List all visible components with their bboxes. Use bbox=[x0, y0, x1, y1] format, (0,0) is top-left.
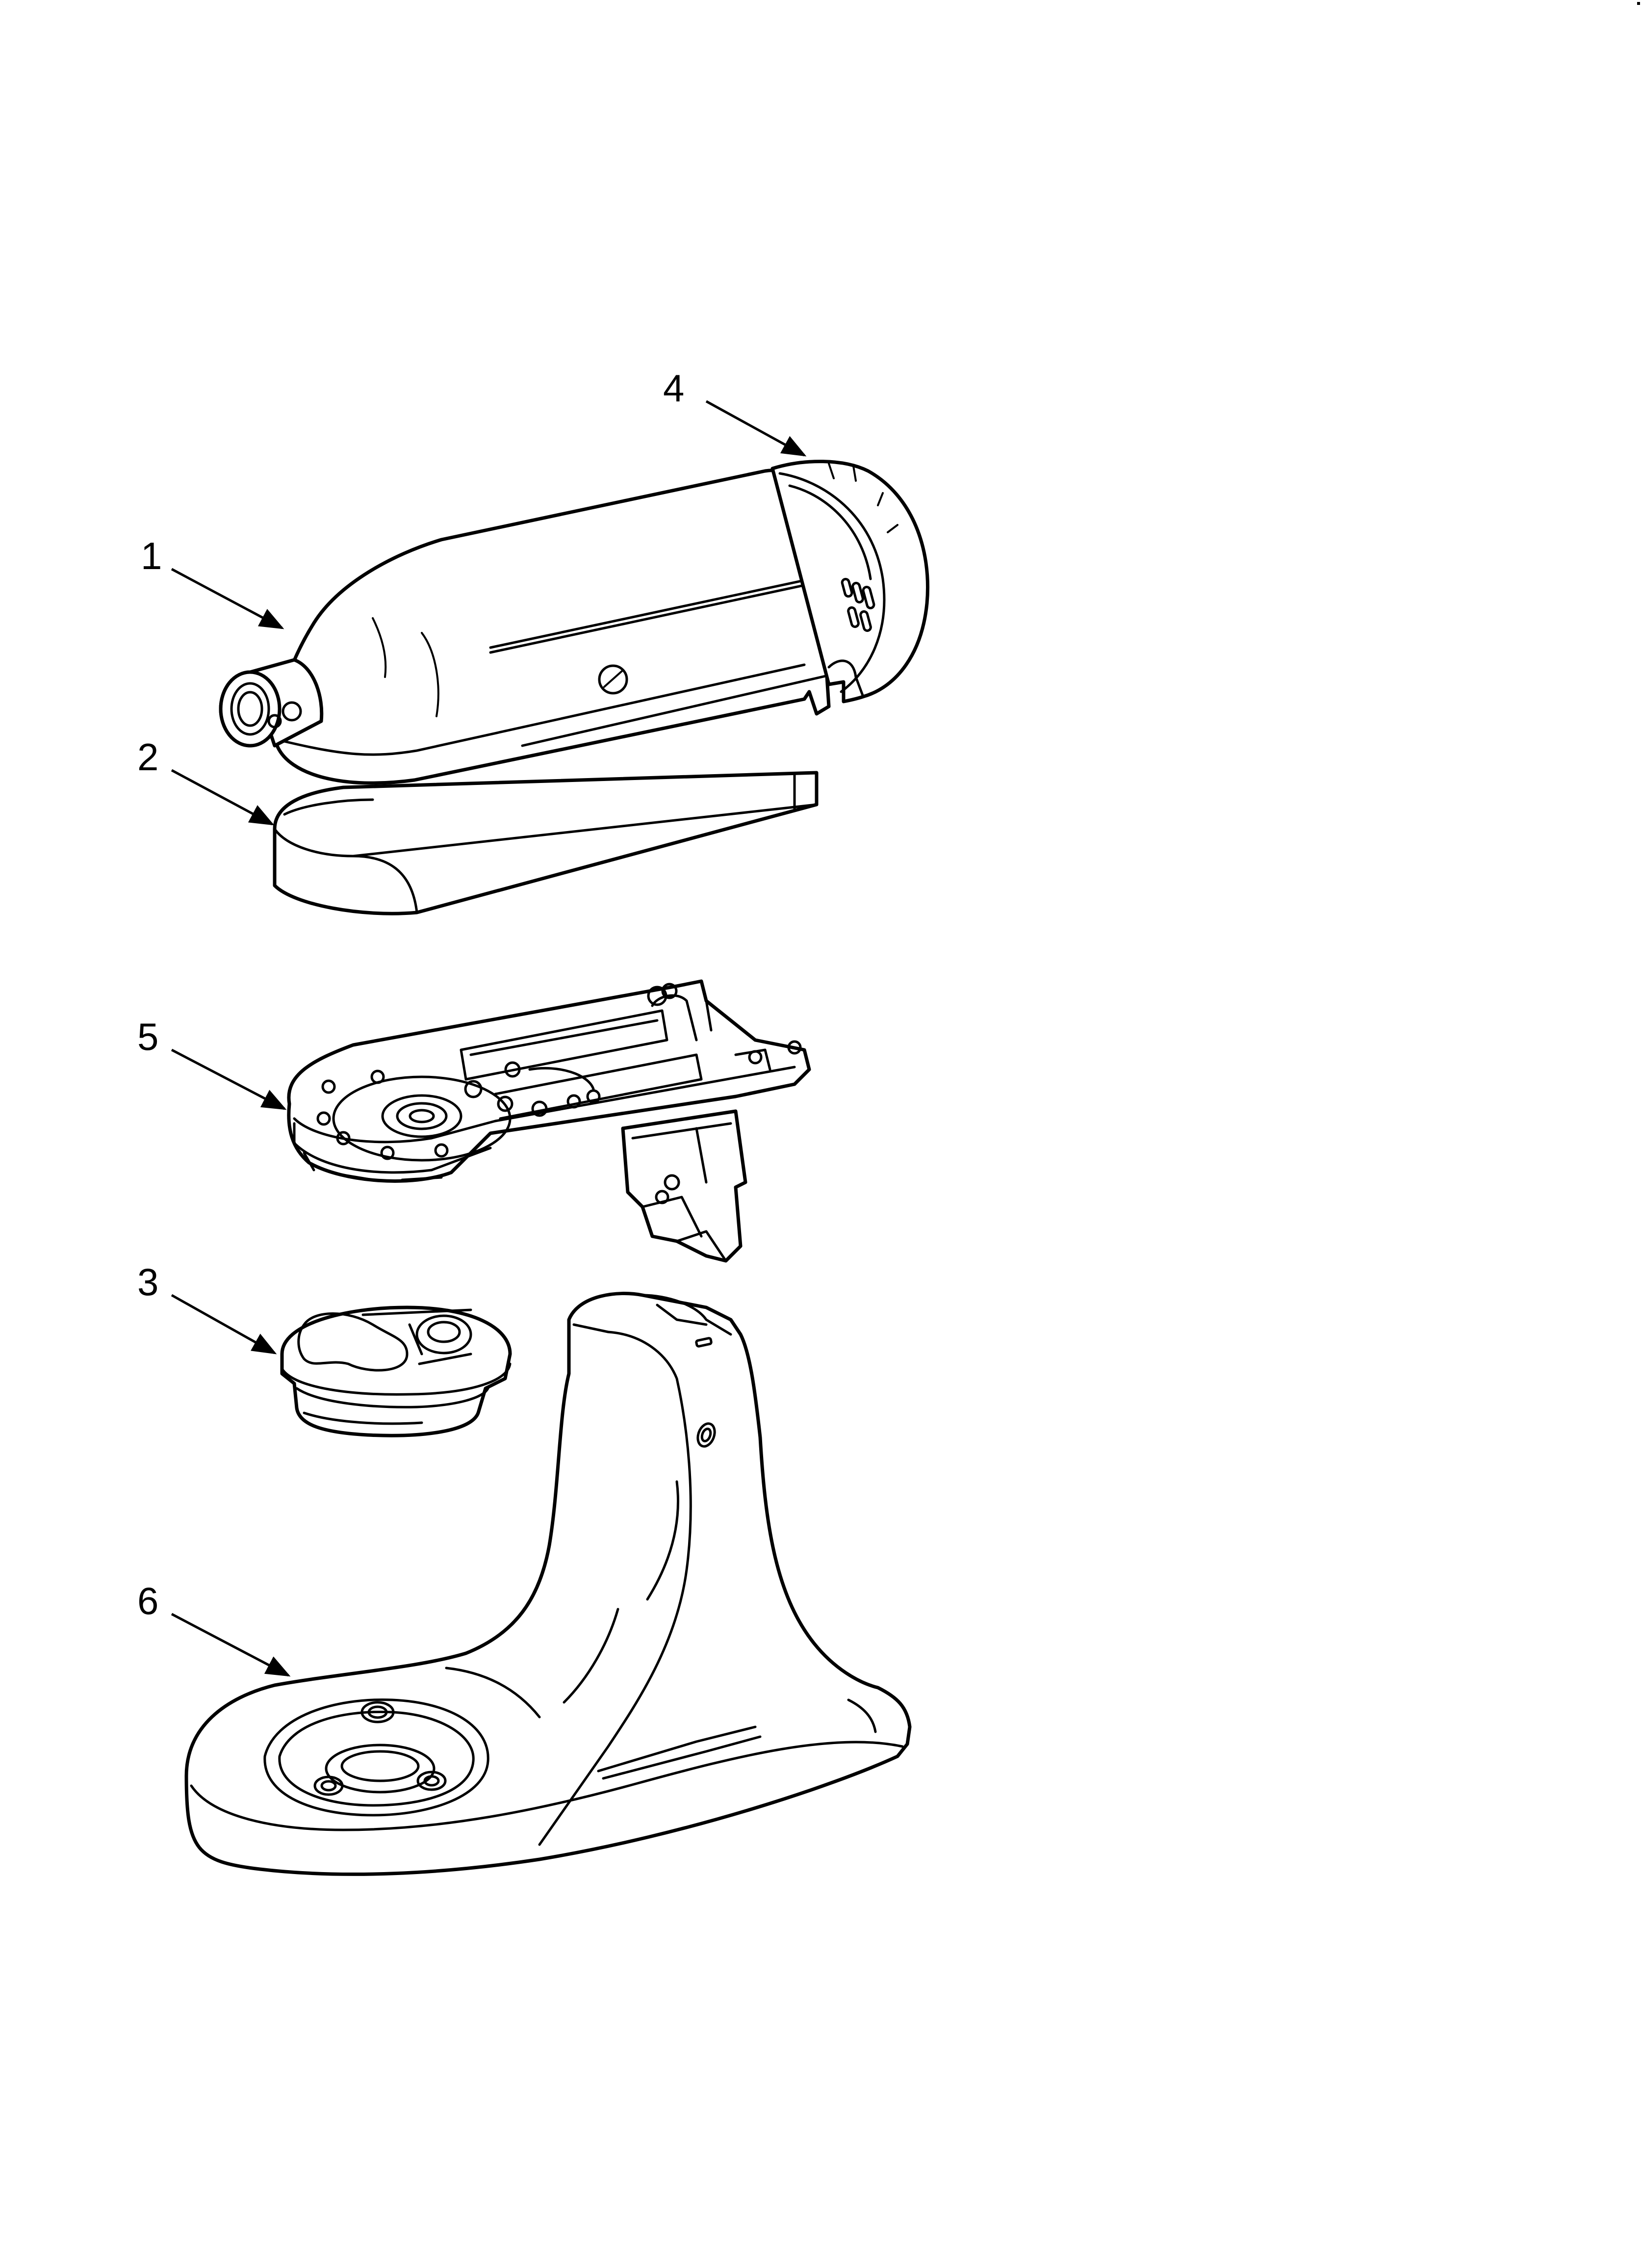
leader-line-1 bbox=[171, 568, 284, 629]
part-3-gear-cover bbox=[280, 1305, 512, 1437]
callout-label-3: 3 bbox=[137, 1260, 158, 1303]
leader-line-4 bbox=[705, 400, 807, 457]
leader-line-3 bbox=[171, 1294, 277, 1355]
callout-label-2: 2 bbox=[137, 735, 158, 779]
corner-mark bbox=[1637, 2, 1640, 5]
callout-labels: 1 2 3 4 5 6 bbox=[137, 366, 684, 1622]
part-1-spindle bbox=[219, 658, 324, 748]
callout-label-1: 1 bbox=[141, 534, 162, 577]
part-5-hinge-bracket bbox=[621, 1109, 747, 1263]
leader-line-2 bbox=[171, 769, 275, 826]
leader-line-5 bbox=[171, 1048, 287, 1110]
part-1-motor-housing bbox=[275, 469, 855, 785]
part-5-gear-housing bbox=[287, 979, 811, 1183]
callout-label-5: 5 bbox=[137, 1015, 158, 1058]
callout-label-6: 6 bbox=[137, 1579, 158, 1622]
part-6-pedestal-base bbox=[184, 1292, 912, 1876]
leader-lines bbox=[171, 400, 807, 1677]
part-4-rear-cover bbox=[770, 460, 929, 704]
leader-line-6 bbox=[171, 1613, 291, 1677]
part-2-trim-band bbox=[273, 771, 819, 915]
callout-label-4: 4 bbox=[663, 366, 684, 410]
